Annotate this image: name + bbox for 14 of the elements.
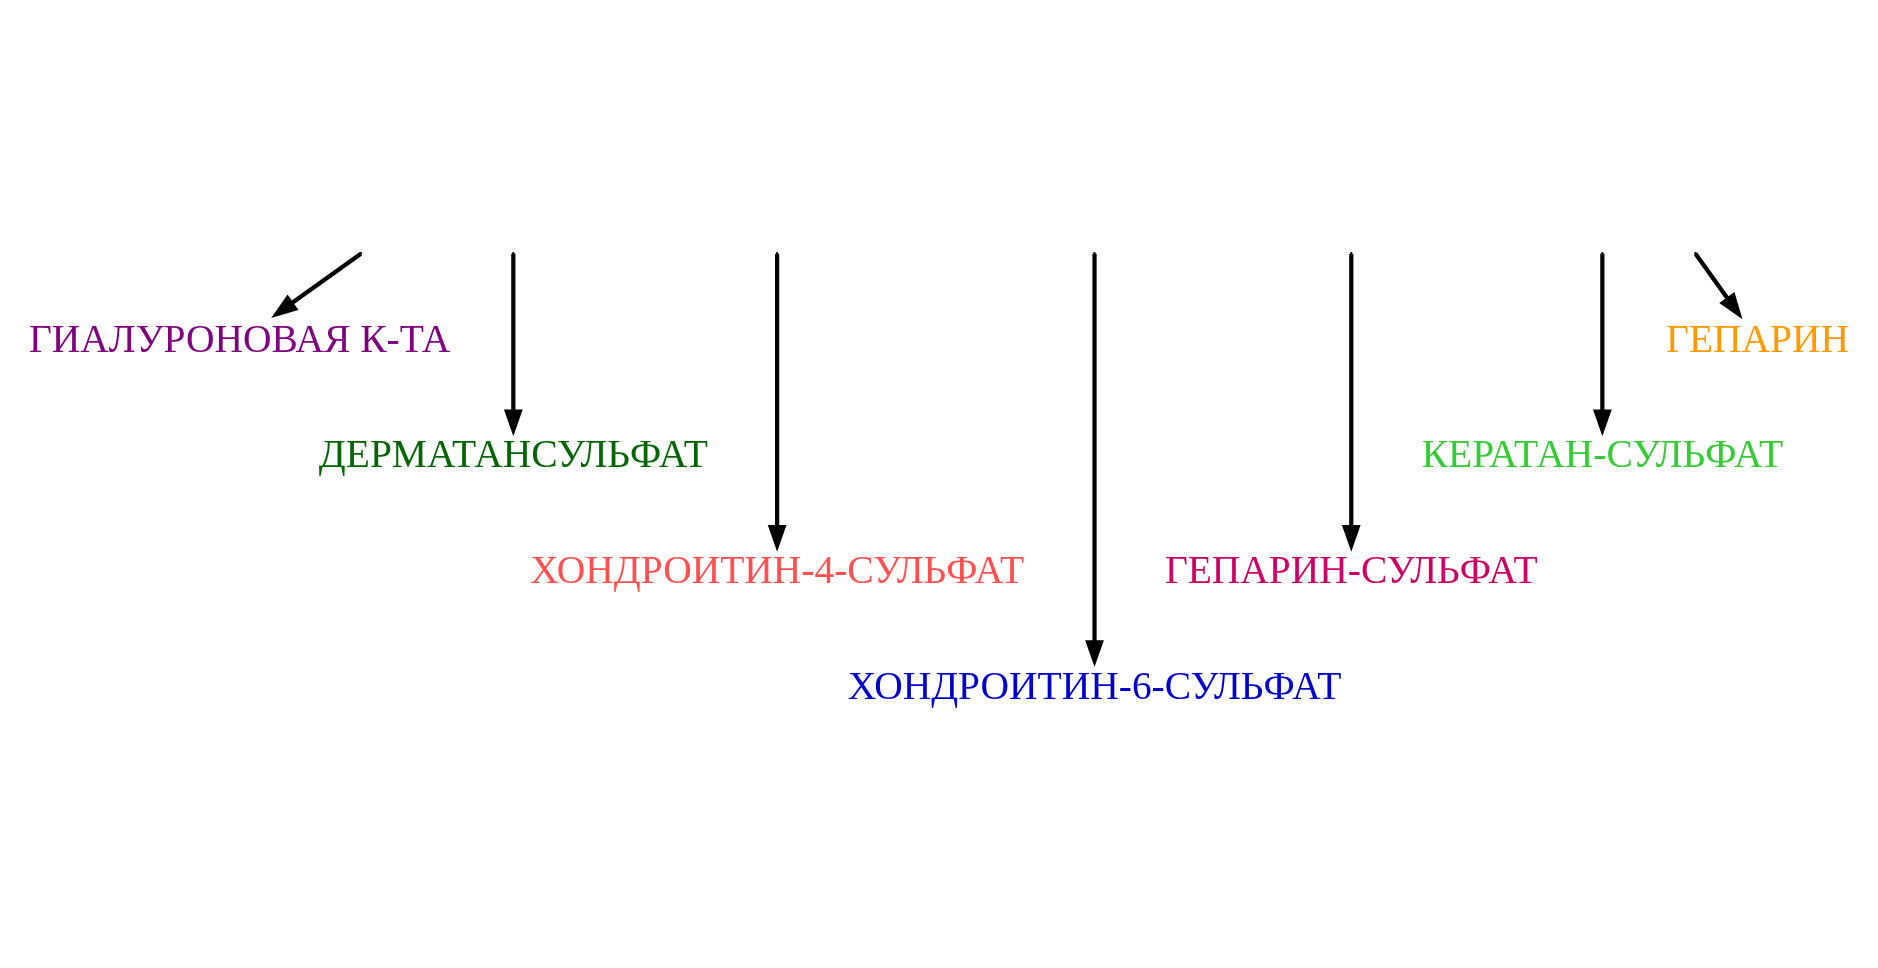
node-text: ГЕПАРИН-СУЛЬФАТ bbox=[1164, 547, 1538, 592]
node-text: ДЕРМАТАНСУЛЬФАТ bbox=[318, 431, 708, 476]
arrow bbox=[1693, 252, 1743, 319]
node-text: ХОНДРОИТИН-6-СУЛЬФАТ bbox=[847, 663, 1342, 708]
arrow bbox=[767, 253, 787, 552]
node-text: ГЕПАРИН bbox=[1666, 316, 1850, 361]
node-text: ХОНДРОИТИН-4-СУЛЬФАТ bbox=[530, 547, 1025, 592]
arrow bbox=[1592, 253, 1612, 436]
arrow bbox=[1341, 253, 1361, 552]
arrow bbox=[271, 251, 363, 318]
arrow bbox=[1085, 253, 1104, 667]
node-text: ГИАЛУРОНОВАЯ К-ТА bbox=[29, 316, 451, 361]
arrow bbox=[503, 253, 523, 436]
node-text: КЕРАТАН-СУЛЬФАТ bbox=[1421, 431, 1784, 476]
